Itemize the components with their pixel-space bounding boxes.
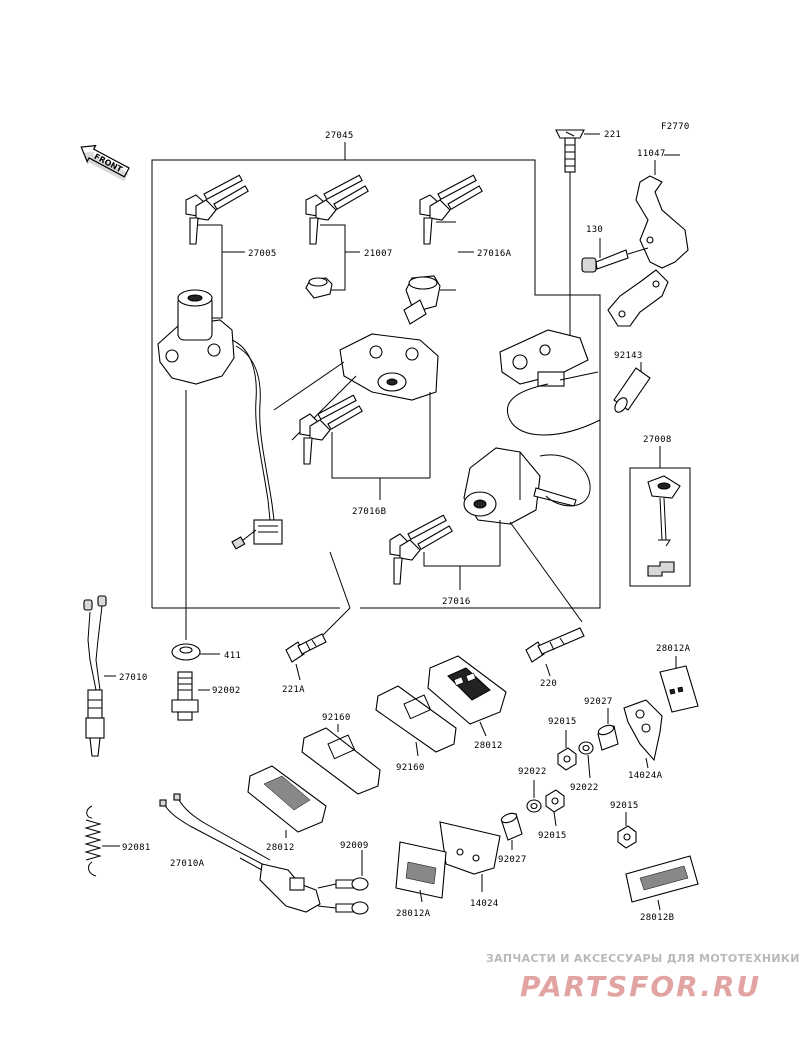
label-92160-right: 92160 xyxy=(396,763,425,773)
steering-lock-bracket xyxy=(499,329,601,436)
front-arrow-icon: FRONT xyxy=(80,144,130,182)
cover-28012A-bottom xyxy=(395,841,447,903)
screw-221A xyxy=(285,633,327,681)
label-27010: 27010 xyxy=(119,673,148,683)
label-28012-mid: 28012 xyxy=(474,741,503,751)
key-set-27016A xyxy=(419,174,483,245)
label-14024A: 14024A xyxy=(628,771,663,781)
label-27005: 27005 xyxy=(248,249,277,259)
seat-lock-assembly xyxy=(463,447,591,623)
spring-92081 xyxy=(84,805,120,877)
washer-92022-right xyxy=(578,741,594,779)
label-28012-left: 28012 xyxy=(266,843,295,853)
label-221A: 221A xyxy=(282,685,305,695)
label-92160-left: 92160 xyxy=(322,713,351,723)
screw-221 xyxy=(555,129,600,340)
gasket-92160-left xyxy=(301,724,381,795)
nut-92015-top xyxy=(557,730,577,771)
label-92015-top: 92015 xyxy=(548,717,577,727)
bracket-11047 xyxy=(607,154,689,327)
lens-28012-left xyxy=(247,765,327,838)
label-21007: 21007 xyxy=(364,249,393,259)
key-set-27016B xyxy=(299,394,430,500)
label-92027-bottom: 92027 xyxy=(498,855,527,865)
label-411: 411 xyxy=(224,651,241,661)
key-set-27005 xyxy=(185,174,249,245)
label-27008: 27008 xyxy=(643,435,672,445)
lock-cap xyxy=(305,277,333,299)
label-92022-right: 92022 xyxy=(570,783,599,793)
bracket-14024 xyxy=(439,821,501,892)
washer-411 xyxy=(171,643,220,661)
label-27016B: 27016B xyxy=(352,507,386,517)
label-220: 220 xyxy=(540,679,557,689)
watermark-tagline: ЗАПЧАСТИ И АКСЕССУАРЫ ДЛЯ МОТОТЕХНИКИ xyxy=(486,952,800,965)
label-92081: 92081 xyxy=(122,843,151,853)
label-27016A: 27016A xyxy=(477,249,512,259)
lens-28012-mid xyxy=(427,655,507,737)
key-set-21007 xyxy=(305,174,369,245)
fuel-cap-lock xyxy=(273,333,439,478)
watermark-brand: PARTSFOR.RU xyxy=(520,970,761,1003)
label-92143: 92143 xyxy=(614,351,643,361)
seat-lock-cylinder xyxy=(403,275,456,325)
nut-92015-mid xyxy=(545,789,565,827)
washer-92022-left xyxy=(526,780,542,813)
label-92015-right: 92015 xyxy=(610,801,639,811)
label-28012A-top: 28012A xyxy=(656,644,691,654)
switch-harness-27010 xyxy=(83,595,116,757)
label-92022-left: 92022 xyxy=(518,767,547,777)
label-14024: 14024 xyxy=(470,899,499,909)
label-130: 130 xyxy=(586,225,603,235)
label-27016: 27016 xyxy=(442,597,471,607)
label-92027-top: 92027 xyxy=(584,697,613,707)
key-set-27016 xyxy=(389,514,500,590)
label-27045: 27045 xyxy=(325,131,354,141)
label-11047: 11047 xyxy=(637,149,666,159)
figure-code: F2770 xyxy=(661,122,690,132)
bolt-130 xyxy=(581,238,649,273)
cover-28012B xyxy=(625,855,699,911)
label-28012B: 28012B xyxy=(640,913,674,923)
label-92002: 92002 xyxy=(212,686,241,696)
collar-92027-top xyxy=(597,708,619,751)
collar-92143 xyxy=(613,362,651,413)
cover-28012A-top xyxy=(659,656,699,713)
gasket-92160-right xyxy=(375,685,457,757)
label-28012A-bottom: 28012A xyxy=(396,909,431,919)
bracket-14024A xyxy=(623,699,663,769)
collar-92027-bottom xyxy=(500,812,523,850)
switch-27010A xyxy=(159,793,321,913)
screw-220 xyxy=(525,627,585,677)
label-27010A: 27010A xyxy=(170,859,205,869)
key-blank-27008 xyxy=(629,446,691,587)
screws-92009 xyxy=(317,850,369,915)
ignition-switch xyxy=(157,289,283,550)
bolt-92002 xyxy=(171,671,210,721)
nut-92015-right xyxy=(617,812,637,849)
assembly-frame-27045 xyxy=(151,142,601,609)
label-92009: 92009 xyxy=(340,841,369,851)
label-92015-mid: 92015 xyxy=(538,831,567,841)
label-221: 221 xyxy=(604,130,621,140)
